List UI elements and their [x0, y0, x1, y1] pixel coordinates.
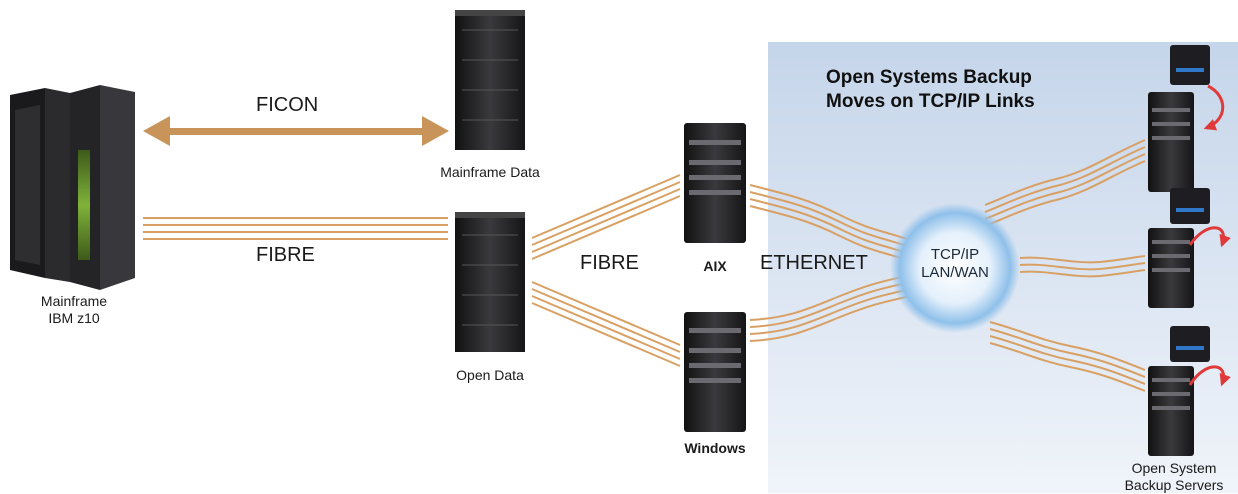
open-data-label: Open Data [456, 367, 524, 383]
ethernet-label: ETHERNET [760, 252, 868, 274]
windows-label: Windows [684, 440, 746, 456]
hub-label: TCP/IP LAN/WAN [921, 246, 989, 281]
ficon-arrow [143, 116, 449, 146]
backup-servers-label: Open System Backup Servers [1124, 460, 1224, 493]
fibre-right-label: FIBRE [580, 252, 639, 274]
aix-label: AIX [703, 258, 727, 274]
mainframe-data-storage-icon [455, 10, 525, 150]
panel-title: Open Systems Backup Moves on TCP/IP Link… [826, 67, 1035, 112]
backup-server-2 [1148, 188, 1231, 308]
aix-server-icon [684, 123, 746, 243]
fibre-link-left [143, 217, 448, 240]
mainframe-data-label: Mainframe Data [440, 164, 540, 180]
backup-server-3 [1148, 326, 1231, 456]
tcpip-hub [890, 203, 1020, 333]
backup-server-1 [1148, 45, 1225, 192]
mainframe-icon [10, 85, 135, 290]
windows-server-icon [684, 312, 746, 432]
ethernet-links [749, 139, 1146, 392]
open-data-storage-icon [455, 212, 525, 352]
fibre-left-label: FIBRE [256, 244, 315, 266]
fibre-link-right [531, 174, 681, 367]
mainframe-label: Mainframe IBM z10 [40, 293, 108, 326]
ficon-label: FICON [256, 94, 319, 116]
